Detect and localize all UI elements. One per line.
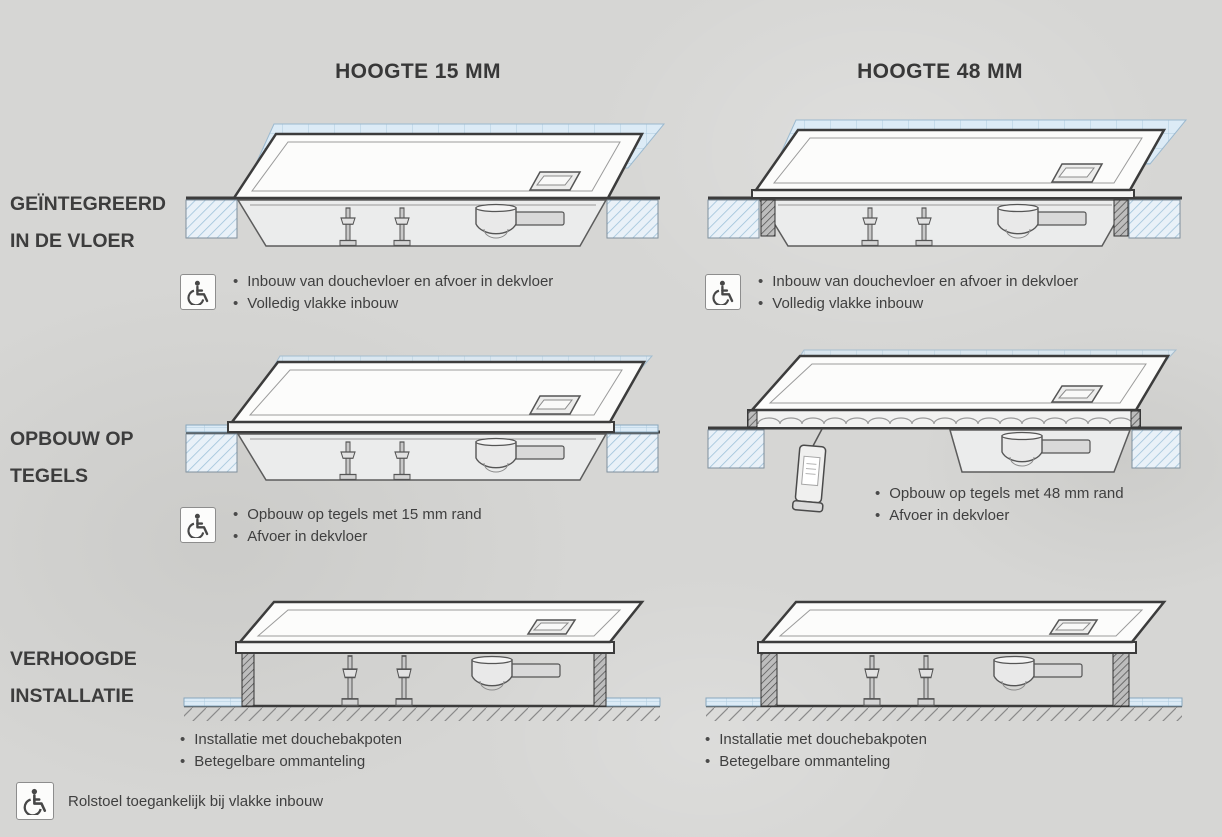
feature-bullets: Opbouw op tegels met 15 mm rand Afvoer i… — [233, 503, 482, 548]
wheelchair-icon — [180, 507, 216, 543]
column-header-48mm: HOOGTE 48 MM — [857, 60, 1023, 83]
bullet-item: Volledig vlakke inbouw — [758, 293, 1078, 315]
footer-text: Rolstoel toegankelijk bij vlakke inbouw — [68, 792, 324, 810]
bullet-item: Betegelbare ommanteling — [705, 751, 927, 773]
wheelchair-glyph — [23, 787, 47, 815]
wheelchair-glyph — [187, 512, 209, 538]
bullet-item: Betegelbare ommanteling — [180, 751, 402, 773]
caption-integrated-15mm: Inbouw van douchevloer en afvoer in dekv… — [180, 270, 553, 315]
bullet-item: Inbouw van douchevloer en afvoer in dekv… — [758, 271, 1078, 293]
feature-bullets: Inbouw van douchevloer en afvoer in dekv… — [758, 270, 1078, 315]
feature-bullets: Opbouw op tegels met 48 mm rand Afvoer i… — [875, 482, 1124, 527]
wheelchair-glyph — [187, 279, 209, 305]
feature-bullets: Installatie met douchebakpoten Betegelba… — [705, 728, 927, 773]
sealant-gun-icon — [791, 444, 827, 513]
column-header-15mm: HOOGTE 15 MM — [335, 60, 501, 83]
illustration-raised-48mm — [705, 600, 1183, 721]
bullet-item: Afvoer in dekvloer — [875, 505, 1124, 527]
row-label-integrated: GEÏNTEGREERD IN DE VLOER — [10, 193, 167, 252]
illustration-on-tiles-15mm — [185, 355, 660, 481]
bullet-item: Volledig vlakke inbouw — [233, 293, 553, 315]
bullet-item: Opbouw op tegels met 48 mm rand — [875, 483, 1123, 505]
illustration-integrated-48mm — [707, 119, 1188, 247]
caption-integrated-48mm: Inbouw van douchevloer en afvoer in dekv… — [705, 270, 1078, 315]
wheelchair-icon — [180, 274, 216, 310]
bullet-item: Opbouw op tegels met 15 mm rand — [233, 504, 481, 526]
illustration-integrated-15mm — [185, 123, 666, 247]
caption-raised-15mm: Installatie met douchebakpoten Betegelba… — [180, 728, 402, 773]
caption-on-tiles-48mm: Opbouw op tegels met 48 mm rand Afvoer i… — [875, 482, 1124, 527]
feature-bullets: Inbouw van douchevloer en afvoer in dekv… — [233, 270, 553, 315]
row-label-raised: VERHOOGDE INSTALLATIE — [10, 648, 137, 707]
illustration-on-tiles-48mm — [707, 349, 1182, 513]
bullet-item: Afvoer in dekvloer — [233, 526, 482, 548]
feature-bullets: Installatie met douchebakpoten Betegelba… — [180, 728, 402, 773]
illustration-raised-15mm — [183, 600, 661, 721]
caption-raised-48mm: Installatie met douchebakpoten Betegelba… — [705, 728, 927, 773]
footer-note: Rolstoel toegankelijk bij vlakke inbouw — [16, 782, 323, 820]
wheelchair-icon — [16, 782, 54, 820]
wheelchair-icon — [705, 274, 741, 310]
caption-on-tiles-15mm: Opbouw op tegels met 15 mm rand Afvoer i… — [180, 503, 482, 548]
bullet-item: Inbouw van douchevloer en afvoer in dekv… — [233, 271, 553, 293]
row-label-on-tiles: OPBOUW OP TEGELS — [10, 428, 134, 487]
bullet-item: Installatie met douchebakpoten — [180, 729, 402, 751]
wheelchair-glyph — [712, 279, 734, 305]
bullet-item: Installatie met douchebakpoten — [705, 729, 927, 751]
